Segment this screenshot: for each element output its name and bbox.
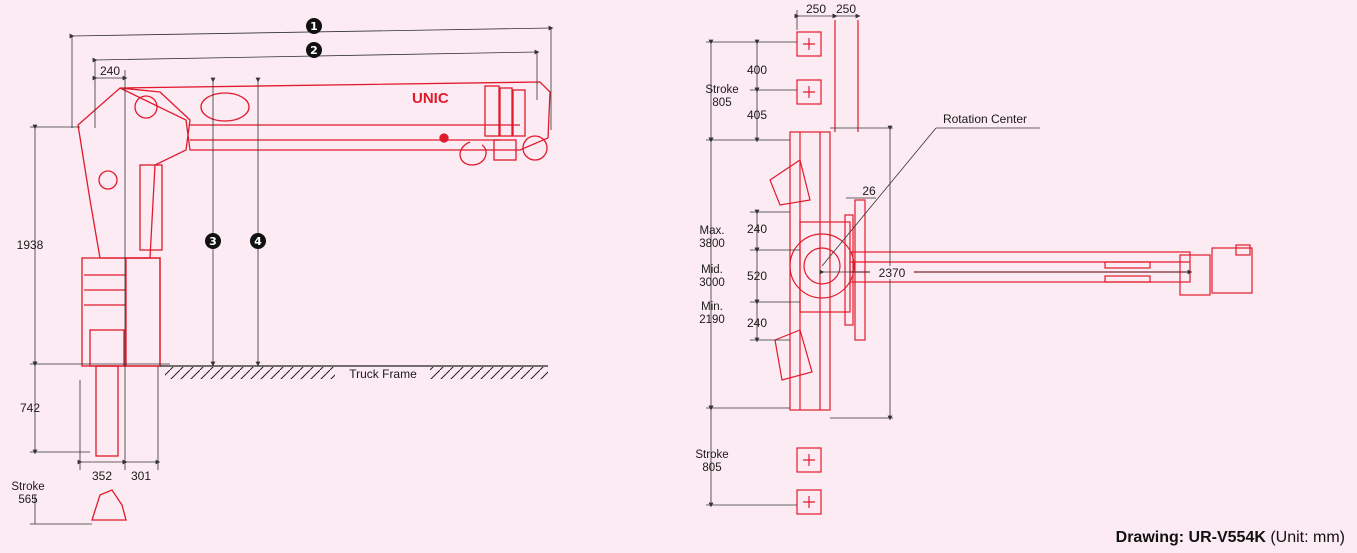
turret [799,221,851,313]
svg-text:1: 1 [310,20,318,33]
unit-label: (Unit: mm) [1265,529,1345,546]
dim-250-right: 250 [836,2,856,16]
min-value: 2190 [699,314,725,326]
side-view [77,81,551,521]
dim-405: 405 [747,108,767,122]
stroke-value-side: 565 [18,494,37,506]
outrigger-pad-top-2 [796,79,822,105]
model-label: Drawing: UR-V554K [1115,529,1266,546]
svg-text:4: 4 [254,235,262,248]
max-value: 3800 [699,238,725,250]
dim-240-lower: 240 [747,316,767,330]
outrigger-foot [91,489,127,521]
side-view-dimensions [30,25,554,525]
crane-base [81,257,161,367]
outrigger-pad-top-1 [796,31,822,57]
plan-view [769,20,1253,515]
dim-250-left: 250 [806,2,826,16]
stroke-value-top: 805 [712,97,731,109]
stroke-value-bottom: 805 [702,462,721,474]
callout-1: 1 [306,18,322,34]
dim-352: 352 [92,469,112,483]
max-label: Max. [700,225,725,237]
svg-text:2: 2 [310,44,318,57]
outrigger-pad-bottom-1 [796,447,822,473]
hook [459,141,487,166]
outrigger-pad-bottom-2 [796,489,822,515]
boom [119,81,551,151]
unic-logo: UNIC [412,90,449,107]
dim-26: 26 [862,184,876,198]
callout-4: 4 [250,233,266,249]
outrigger-beam [789,131,831,411]
dim-1938: 1938 [17,238,44,252]
rotation-center-label: Rotation Center [943,112,1027,126]
stroke-label-side: Stroke [11,481,44,493]
stroke-label-bottom: Stroke [695,449,728,461]
svg-text:3: 3 [209,235,217,248]
mid-label: Mid. [701,264,723,276]
stroke-label-top: Stroke [705,84,738,96]
truck-frame-hatch [165,367,335,379]
outrigger-leg [95,365,119,457]
dim-742: 742 [20,401,40,415]
dim-2370: 2370 [879,266,906,280]
dim-400: 400 [747,63,767,77]
callout-2: 2 [306,42,322,58]
callout-3: 3 [205,233,221,249]
dim-240-upper: 240 [747,222,767,236]
plan-boom [849,251,1191,283]
mid-value: 3000 [699,277,725,289]
plan-view-dimensions [706,10,1193,508]
dim-240-top: 240 [100,64,120,78]
crane-post [77,87,191,259]
truck-frame-label: Truck Frame [349,367,417,381]
min-label: Min. [701,301,723,313]
dim-520: 520 [747,269,767,283]
drawing-caption: Drawing: UR-V554K (Unit: mm) [1116,529,1345,547]
dim-301: 301 [131,469,151,483]
